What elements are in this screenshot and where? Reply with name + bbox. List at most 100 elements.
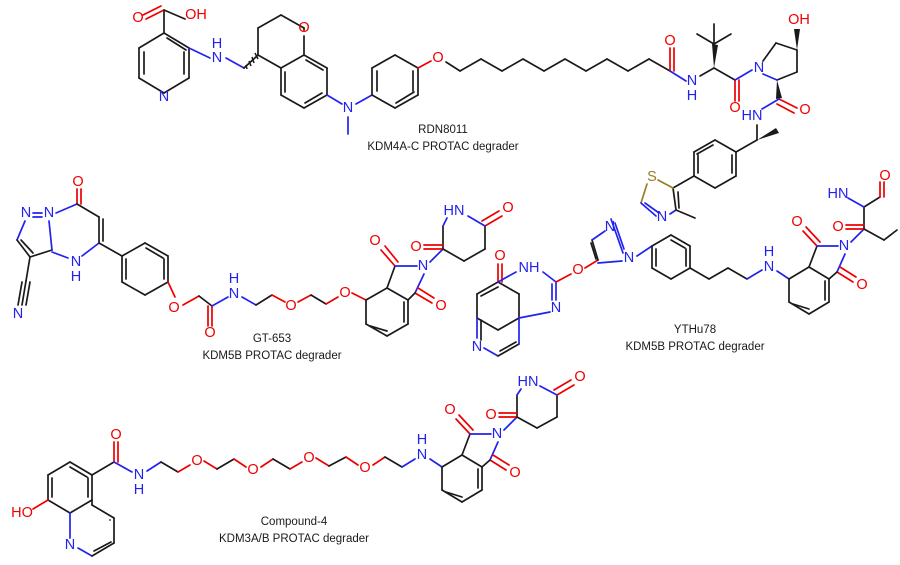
- atom-label-N: N: [134, 467, 144, 483]
- atom-label-HN: HN: [742, 108, 763, 124]
- atom-label-OH: OH: [788, 12, 810, 28]
- atom-label-N: N: [343, 100, 353, 116]
- atom-label-O: O: [494, 248, 505, 264]
- rdn8011-thiazolylphenyl: S N: [640, 124, 779, 225]
- atom-label-H: H: [229, 271, 239, 287]
- atom-label-O: O: [191, 453, 202, 469]
- caption-ythu78-name: YTHu78: [674, 324, 716, 336]
- atom-label-N: N: [44, 205, 54, 221]
- atom-label-O: O: [110, 427, 121, 443]
- atom-label-O: O: [432, 50, 443, 66]
- atom-label-O: O: [359, 460, 370, 476]
- gt653-peg-linker: O N H O O: [182, 271, 351, 341]
- caption-gt653-subtitle: KDM5B PROTAC degrader: [202, 350, 341, 362]
- compound4-peg4-linker: O O O O N H: [146, 432, 427, 478]
- ythu78-benzyl-propyl-linker: N H: [651, 234, 774, 280]
- atom-label-N: N: [754, 60, 764, 76]
- atom-label-N: N: [417, 447, 427, 463]
- ythu78-pyridopyrimidinone: N O NH N O: [472, 248, 584, 357]
- atom-label-O: O: [879, 168, 890, 184]
- rdn8011-chroman: O: [257, 14, 328, 109]
- atom-label-N: N: [839, 238, 849, 254]
- atom-label-O: O: [729, 100, 740, 116]
- rdn8011-hydroxyl-wedge: [794, 29, 800, 50]
- atom-label-O: O: [303, 450, 314, 466]
- atom-label-N: N: [212, 50, 222, 66]
- atom-label-O: O: [664, 33, 675, 49]
- atom-label-H: H: [71, 269, 81, 285]
- atom-label-H: H: [687, 88, 697, 104]
- caption-rdn8011-subtitle: KDM4A-C PROTAC degrader: [367, 141, 518, 153]
- rdn8011-amide-wedge: [776, 80, 782, 99]
- atom-label-HN: HN: [518, 374, 539, 390]
- atom-label-NH: NH: [519, 260, 540, 276]
- atom-label-N: N: [159, 89, 169, 105]
- structure-rdn8011: N O OH N H: [132, 5, 811, 225]
- atom-label-O: O: [168, 300, 179, 316]
- ythu78-crbn-pomalidomide: O N O O O HN: [776, 168, 898, 315]
- structure-ythu78: N O NH N O N: [472, 168, 898, 357]
- atom-label-O: O: [410, 239, 421, 255]
- rdn8011-decyl-linker: O N H: [445, 33, 697, 104]
- atom-label-O: O: [799, 102, 810, 118]
- atom-label-N: N: [21, 205, 31, 221]
- atom-label-O: O: [791, 214, 802, 230]
- atom-label-H: H: [764, 244, 774, 260]
- atom-label-N: N: [229, 286, 239, 302]
- caption-gt653-name: GT-653: [253, 333, 291, 345]
- compound4-hydroxyquinoline: HO N O N H: [11, 427, 144, 557]
- atom-label-N: N: [492, 426, 502, 442]
- atom-label-N: N: [472, 339, 482, 355]
- atom-label-O: O: [298, 20, 309, 36]
- atom-label-H: H: [212, 36, 222, 52]
- rdn8011-aminomethyl-linker: N H: [188, 36, 259, 70]
- atom-label-O: O: [247, 462, 258, 478]
- rdn8011-vhl-ligand: O N OH O HN: [696, 12, 811, 124]
- atom-label-HN: HN: [828, 186, 849, 202]
- atom-label-O: O: [132, 10, 143, 26]
- rdn8011-stereo-wedge: [712, 44, 718, 68]
- atom-label-O: O: [444, 402, 455, 418]
- caption-ythu78-subtitle: KDM5B PROTAC degrader: [625, 341, 764, 353]
- rdn8011-pyridine-ring: N O OH: [132, 5, 207, 105]
- ythu78-pyrazole: N N: [584, 218, 653, 269]
- gt653-pyrazolopyrimidinone: N N N O N H: [13, 174, 180, 322]
- atom-label-O: O: [285, 298, 296, 314]
- atom-label-N: N: [624, 250, 634, 266]
- atom-label-N: N: [605, 219, 615, 235]
- rdn8011-n-methylaniline: N O: [326, 50, 444, 135]
- atom-label-H: H: [417, 432, 427, 448]
- caption-rdn8011-name: RDN8011: [418, 124, 468, 136]
- rdn8011-stereo-hash: [245, 52, 259, 70]
- atom-label-OH: OH: [185, 7, 207, 23]
- caption-compound4-subtitle: KDM3A/B PROTAC degrader: [219, 533, 369, 545]
- atom-label-N: N: [551, 300, 561, 316]
- caption-compound4-name: Compound-4: [261, 516, 328, 528]
- atom-label-O: O: [509, 465, 520, 481]
- atom-label-HO: HO: [11, 505, 33, 521]
- structure-gt-653: N N N O N H: [13, 174, 514, 362]
- atom-label-H: H: [134, 482, 144, 498]
- structure-compound-4: HO N O N H O: [11, 369, 586, 557]
- atom-label-O: O: [832, 219, 843, 235]
- atom-label-HN: HN: [444, 203, 465, 219]
- atom-label-N: N: [764, 259, 774, 275]
- atom-label-N: N: [687, 73, 697, 89]
- atom-label-O: O: [72, 174, 83, 190]
- atom-label-N: N: [71, 254, 81, 270]
- rdn8011-methyl-wedge: [757, 128, 779, 140]
- atom-label-O: O: [204, 325, 215, 341]
- atom-label-O: O: [339, 285, 350, 301]
- atom-label-N: N: [13, 306, 23, 322]
- gt653-crbn-thalidomide: O N O O O HN: [351, 200, 514, 337]
- atom-label-S: S: [647, 169, 657, 185]
- atom-label-N: N: [65, 537, 75, 553]
- atom-label-O: O: [572, 262, 583, 278]
- atom-label-O: O: [485, 407, 496, 423]
- compound4-crbn-pomalidomide: O N O O O HN: [429, 369, 586, 503]
- atom-label-N: N: [418, 258, 428, 274]
- atom-label-O: O: [502, 200, 513, 216]
- atom-label-O: O: [574, 369, 585, 385]
